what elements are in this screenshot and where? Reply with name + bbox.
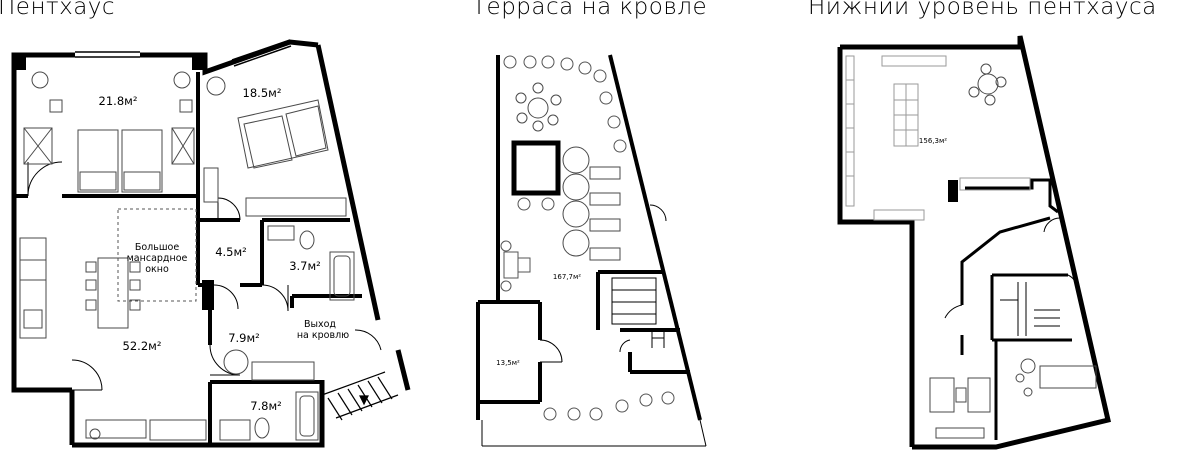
- room-label-bath-2: 7.8м²: [250, 399, 282, 413]
- room-label-hall: 4.5м²: [215, 245, 247, 259]
- lower-lounge-furniture: [929, 358, 1097, 439]
- skylight-outline: [117, 208, 197, 302]
- room-label-bath-1: 3.7м²: [289, 259, 321, 273]
- roof-skylight: [511, 140, 561, 196]
- penthouse-outer-walls: [11, 39, 411, 448]
- lower-bar-furniture: [845, 55, 1031, 221]
- room-label-living: 52.2м²: [123, 339, 162, 353]
- roof-round-table: [515, 82, 562, 132]
- lower-dining-set: [968, 63, 1007, 106]
- skylight-label-3: окно: [145, 264, 169, 275]
- penthouse-interior-walls: [14, 72, 362, 445]
- roof-planters: [500, 55, 675, 421]
- lower-doors: [944, 217, 1079, 319]
- hall-bath-2-fixtures: [219, 349, 319, 441]
- room-label-hall-2: 7.9м²: [228, 331, 260, 345]
- lower-level-title: Нижний уровень пентхауса: [808, 0, 1157, 20]
- skylight-label-2: мансардное: [127, 253, 188, 264]
- roof-loungers: [562, 146, 621, 261]
- lower-stairs: [1000, 282, 1060, 336]
- bedroom-1-furniture: [23, 71, 195, 193]
- living-furniture: [19, 237, 207, 441]
- exit-label-1: Выход: [304, 319, 336, 330]
- skylight-label-1: Большое: [135, 242, 180, 253]
- bedroom-2-furniture: [203, 76, 347, 217]
- roof-room-area: 13,5м²: [496, 359, 520, 367]
- lower-outer-walls: [837, 35, 1111, 450]
- penthouse-title: Пентхаус: [0, 0, 116, 20]
- room-label-bedroom-1: 21.8м²: [99, 94, 138, 108]
- room-label-bedroom-2: 18.5м²: [243, 86, 282, 100]
- roof-walls: [476, 54, 702, 421]
- roof-terrace-title: Терраса на кровле: [472, 0, 708, 20]
- exit-label-2: на кровлю: [297, 330, 349, 341]
- penthouse-windows: [75, 39, 292, 67]
- bath-1-fixtures: [267, 225, 355, 301]
- penthouse-doors: [27, 161, 382, 391]
- lower-interior-walls: [960, 178, 1072, 440]
- roof-terrace-area: 167,7м²: [553, 273, 581, 281]
- exit-stairs: [321, 371, 399, 421]
- lower-level-plan: 156,3м²: [837, 35, 1111, 450]
- roof-terrace-plan: 167,7м² 13,5м²: [476, 54, 707, 447]
- roof-edges: [481, 204, 707, 447]
- penthouse-plan: 21.8м² 18.5м² 4.5м² 3.7м² 52.2м² 7.9м² 7…: [11, 39, 411, 448]
- lower-main-area: 156,3м²: [919, 137, 947, 145]
- roof-stair-block: [611, 277, 665, 348]
